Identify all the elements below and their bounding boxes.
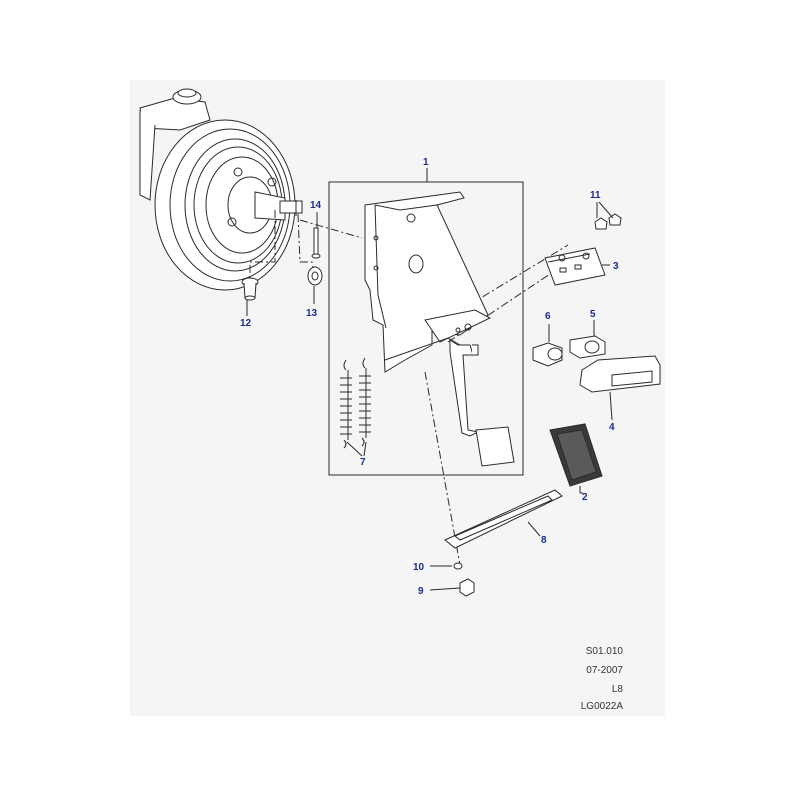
reference-date: 07-2007 xyxy=(586,665,623,676)
callout-9: 9 xyxy=(418,586,424,597)
reference-drawing-id: LG0022A xyxy=(580,701,623,712)
washer-part-13 xyxy=(307,266,323,286)
callout-8: 8 xyxy=(541,535,547,546)
pedal-arm xyxy=(449,339,515,467)
reference-section: S01.010 xyxy=(585,646,623,657)
clip-part-10 xyxy=(453,562,463,570)
split-pin-part-14 xyxy=(311,227,321,259)
pedal-assembly-frame-part-1 xyxy=(328,181,524,476)
switch-part-5 xyxy=(569,335,606,359)
callout-3: 3 xyxy=(613,261,619,272)
callout-10: 10 xyxy=(413,562,425,573)
brake-booster-assembly xyxy=(139,88,303,291)
switch-bracket-part-3 xyxy=(544,247,606,286)
callout-14: 14 xyxy=(310,200,322,211)
callout-7: 7 xyxy=(360,457,366,468)
callout-labels: 1 2 3 4 5 6 7 8 9 10 11 12 13 14 xyxy=(240,157,619,597)
callout-13: 13 xyxy=(306,308,318,319)
return-springs-part-7 xyxy=(340,357,371,449)
callout-2: 2 xyxy=(582,492,588,503)
bolt-part-9 xyxy=(459,578,475,597)
switch-part-6 xyxy=(532,342,563,367)
pedal-bracket xyxy=(364,191,492,373)
floor-plate-part-8 xyxy=(444,489,563,549)
callout-11: 11 xyxy=(590,190,601,201)
cover-part-4 xyxy=(579,355,661,393)
callout-4: 4 xyxy=(609,422,615,433)
callout-leader-lines xyxy=(246,168,614,591)
clevis-pin-part-12 xyxy=(241,277,259,301)
callout-5: 5 xyxy=(590,309,596,320)
pedal-pad-part-2 xyxy=(549,423,603,487)
callout-1: 1 xyxy=(423,157,429,168)
callout-12: 12 xyxy=(240,318,252,329)
bolts-part-11 xyxy=(594,213,622,230)
reference-model: L8 xyxy=(611,684,623,695)
callout-6: 6 xyxy=(545,311,551,322)
